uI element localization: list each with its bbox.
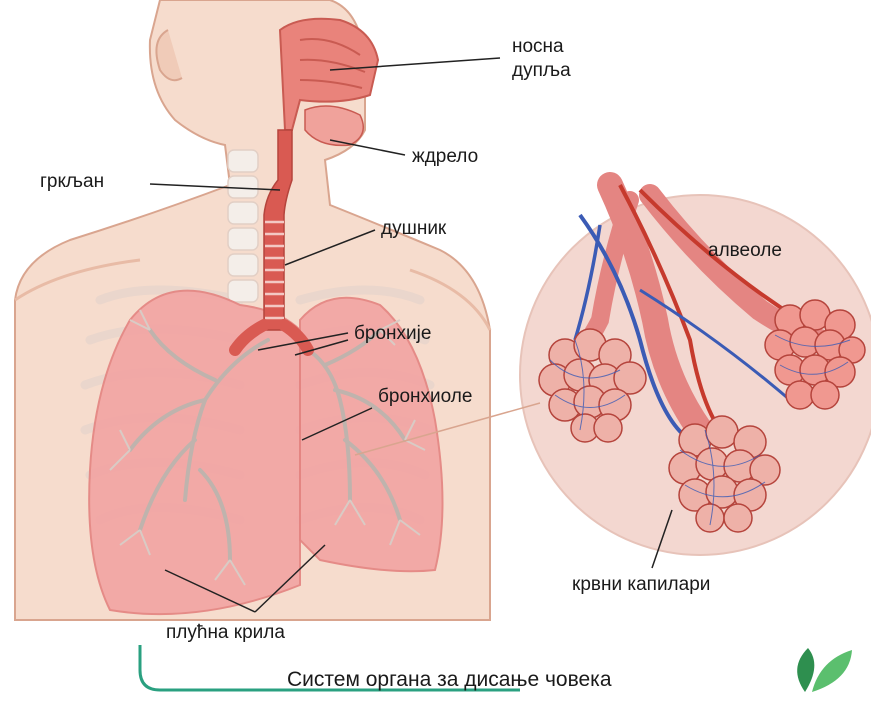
label-nasal-cavity-line2: дупља xyxy=(512,60,571,82)
label-bronchioles: бронхиоле xyxy=(378,386,472,408)
label-bronchi: бронхије xyxy=(354,323,431,345)
label-capillaries: крвни капилари xyxy=(572,574,710,596)
label-lungs: плућна крила xyxy=(166,622,285,644)
label-nasal-cavity-line1: носна xyxy=(512,36,564,58)
leaf-logo xyxy=(797,648,852,692)
label-larynx: гркљан xyxy=(40,171,104,193)
label-alveoli: алвеоле xyxy=(708,240,782,262)
figure-caption: Систем органа за дисање човека xyxy=(287,668,612,692)
label-trachea: душник xyxy=(381,218,446,240)
label-pharynx: ждрело xyxy=(412,146,478,168)
